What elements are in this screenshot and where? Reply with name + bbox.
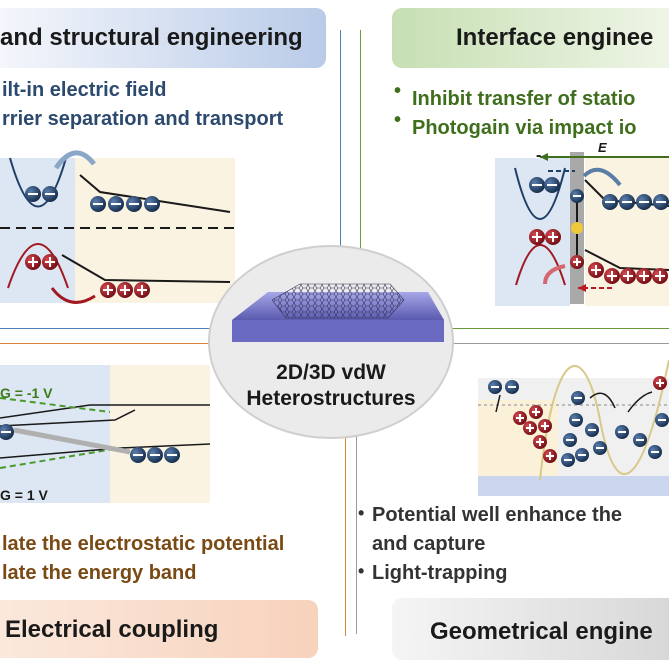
band-hole-transfer-arrow	[50, 287, 96, 304]
interface-conduction-curve	[514, 167, 566, 220]
interface-hole-arrow	[543, 264, 566, 285]
center-slab-front	[232, 320, 444, 342]
geometrical-arrow-3	[627, 391, 653, 413]
geometrical-arrow-2	[589, 392, 616, 409]
interface-vb-line	[584, 249, 669, 271]
electrical-bullet-1: late the electrostatic potential	[2, 533, 285, 555]
center-line1: 2D/3D vdW	[276, 361, 386, 384]
band-conduction-curve	[9, 157, 67, 208]
band-bullet-1: ilt-in electric field	[2, 79, 167, 101]
band-bullet-2: rrier separation and transport	[2, 108, 284, 130]
geometrical-base	[478, 476, 669, 496]
interface-banner	[392, 8, 669, 68]
geometrical-frame	[356, 343, 669, 634]
band-vb-line	[61, 254, 231, 283]
geometrical-panel	[478, 359, 669, 496]
electrical-title: Electrical coupling	[5, 616, 219, 643]
band-valence-curve	[7, 243, 69, 289]
electrical-banner	[0, 600, 318, 658]
geometrical-bullet-1: Potential well enhance the	[372, 504, 623, 526]
geometrical-title: Geometrical engine	[430, 618, 653, 645]
interface-panel: E -	[495, 140, 669, 306]
electrical-gate-arrow	[13, 427, 131, 455]
interface-field-label: E	[598, 140, 607, 155]
band-bg-left	[0, 158, 75, 303]
interface-bullet-dot-2: •	[394, 109, 402, 131]
interface-bullet-dot-1: •	[394, 80, 402, 102]
electrical-bg-left	[0, 365, 110, 503]
electrical-vg-top: G = -1 V	[0, 385, 53, 401]
interface-bullet-1: Inhibit transfer of statio	[412, 88, 636, 110]
geometrical-bullet-dot-1: •	[358, 503, 365, 523]
electrical-green-dash-top	[0, 397, 111, 413]
electrical-bullet-2: late the energy band	[2, 562, 197, 584]
interface-bullet-2: Photogain via impact io	[412, 117, 637, 139]
electrical-frame	[0, 343, 346, 636]
band-panel	[0, 150, 235, 304]
electrical-vg-bottom: G = 1 V	[0, 487, 49, 503]
electrical-upper-band-2	[0, 409, 136, 427]
center-badge: 2D/3D vdW Heterostructures	[208, 245, 454, 439]
interface-impact-spark	[571, 222, 583, 234]
band-electron-transfer-arrow	[53, 150, 96, 170]
center-lattice	[271, 283, 405, 319]
interface-title: Interface enginee	[456, 24, 654, 51]
interface-frame	[360, 30, 669, 329]
geometrical-bullet-2: and capture	[372, 533, 486, 555]
band-frame	[0, 30, 341, 329]
geometrical-wave	[539, 359, 669, 481]
interface-minus-label: -	[536, 147, 541, 164]
band-banner	[0, 8, 326, 68]
electrical-panel: G = -1 V G = 1 V	[0, 365, 211, 503]
geometrical-arrow-1	[495, 394, 501, 413]
band-title: and structural engineering	[0, 24, 303, 51]
geometrical-bullet-3: Light-trapping	[372, 562, 508, 584]
center-line2: Heterostructures	[246, 387, 415, 410]
electrical-bg-right	[110, 365, 210, 503]
interface-electron-arrow	[582, 167, 622, 187]
geometrical-banner	[392, 598, 669, 660]
band-cb-line	[79, 174, 231, 213]
electrical-upper-band	[0, 404, 210, 419]
electrical-green-dash-bottom	[0, 447, 121, 469]
geometrical-bullet-dot-2: •	[358, 561, 365, 581]
